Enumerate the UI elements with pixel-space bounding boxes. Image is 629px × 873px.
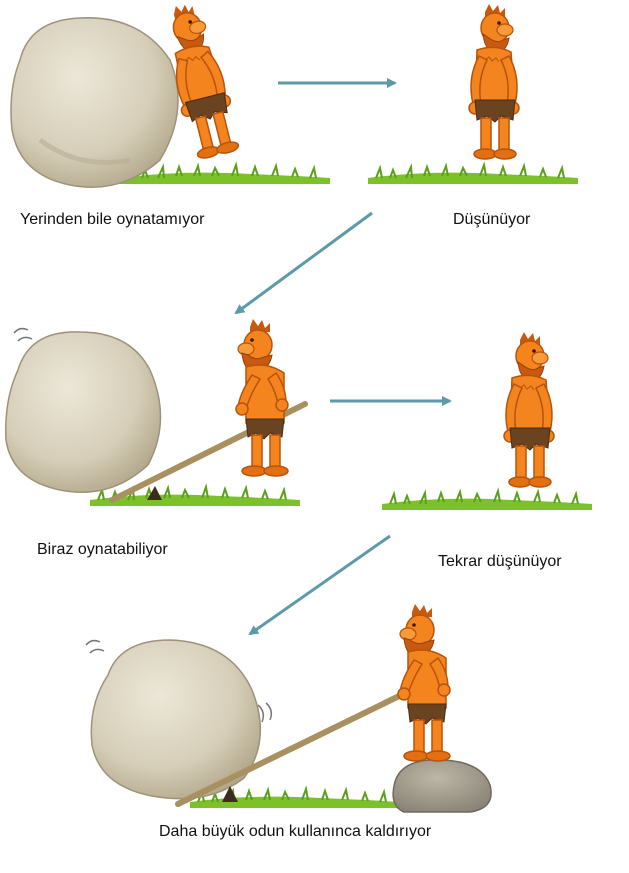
panel-5-big-lever [86,604,491,812]
caveman-lever-2 [398,604,450,761]
panel-2-thinking [368,4,578,184]
grass-1 [120,165,330,184]
boulder-3 [6,332,161,492]
grass-5 [190,789,400,808]
grass-4 [382,491,592,510]
caption-step-3: Biraz oynatabiliyor [37,541,168,559]
caveman-lever-1 [236,319,288,476]
panel-1-pushing [11,0,330,187]
panel-3-small-lever [6,319,305,506]
arrow-4-to-5 [250,536,390,634]
caption-step-2: Düşünüyor [453,211,530,229]
motion-marks-3 [14,329,32,341]
caveman-thinking-2 [504,332,554,487]
caption-step-1: Yerinden bile oynatamıyor [20,211,204,229]
caption-step-5: Daha büyük odun kullanınca kaldırıyor [159,823,431,841]
caption-step-4: Tekrar düşünüyor [438,553,562,571]
motion-marks-5-left [86,641,104,653]
panel-4-thinking-again [382,332,592,510]
support-rock [393,760,491,812]
grass-2 [368,165,578,184]
arrow-2-to-3 [236,213,372,313]
caveman-thinking-1 [469,4,519,159]
